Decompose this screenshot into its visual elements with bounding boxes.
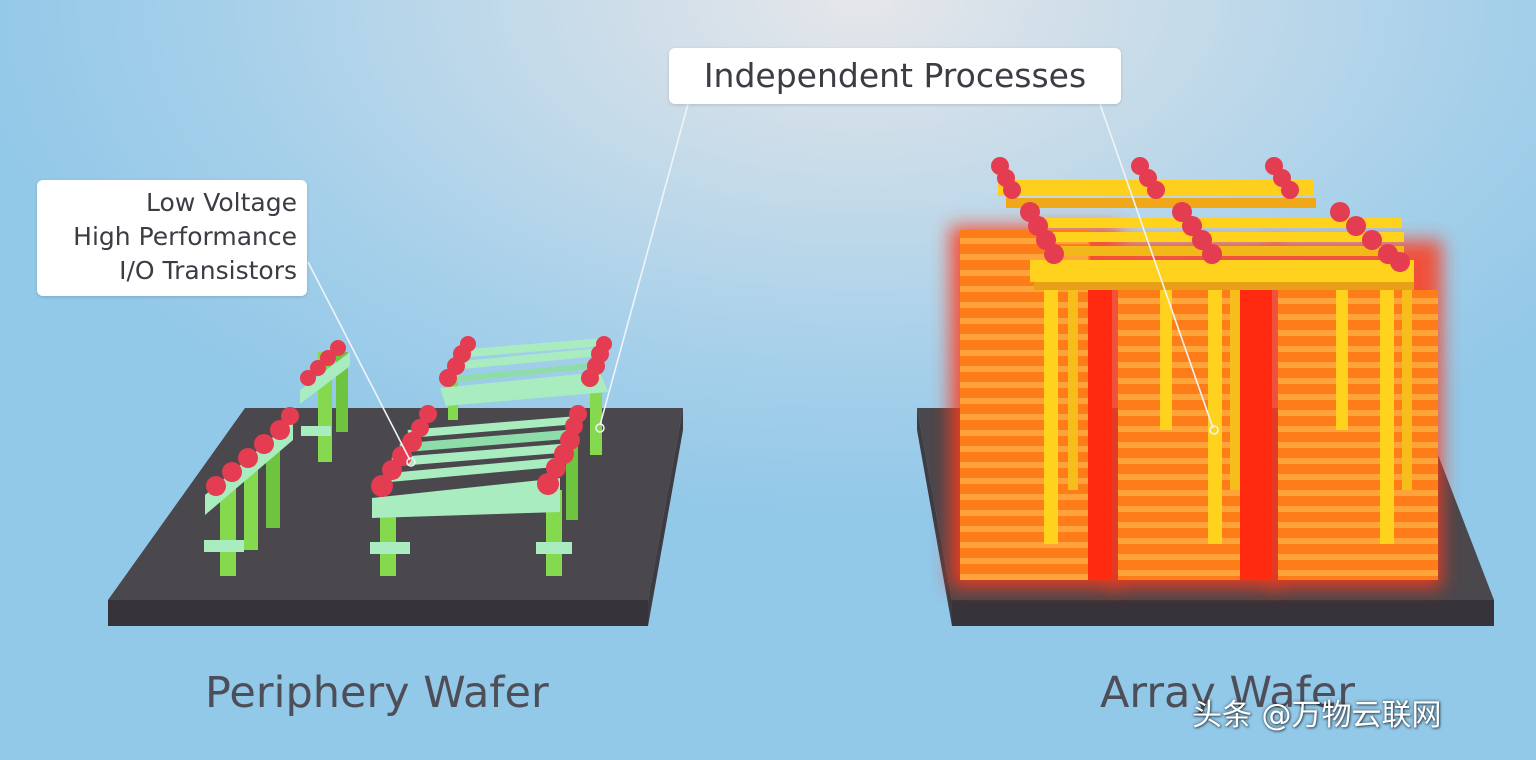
nand-layer-stripe — [1118, 522, 1240, 528]
nand-layer-stripe — [1118, 330, 1240, 336]
callout-independent-processes: Independent Processes — [669, 48, 1121, 104]
transistor-small-rear — [300, 340, 350, 462]
nand-layer-stripe — [1118, 362, 1240, 368]
nand-layer-stripe — [960, 414, 1088, 420]
nand-layer-stripe — [960, 366, 1088, 372]
nand-layer-stripe — [960, 462, 1088, 468]
nand-layer-stripe — [1118, 314, 1240, 320]
nand-layer-stripe — [1118, 378, 1240, 384]
nand-layer-stripe — [960, 478, 1088, 484]
nand-layer-stripe — [1278, 458, 1438, 464]
array-top-bridges — [991, 157, 1414, 544]
callout-independent-text: Independent Processes — [703, 56, 1087, 95]
nand-layer-stripe — [1118, 506, 1240, 512]
nand-layer-stripe — [960, 510, 1088, 516]
callout-line-low-voltage: Low Voltage — [146, 188, 297, 217]
nand-layer-stripe — [960, 446, 1088, 452]
nand-layer-stripe — [960, 238, 1088, 244]
nand-layer-stripe — [1278, 474, 1438, 480]
callout-line-io-transistors: I/O Transistors — [119, 256, 297, 285]
nand-layer-stripe — [1118, 554, 1240, 560]
watermark-text: 头条 @万物云联网 — [1192, 698, 1442, 733]
nand-layer-stripe — [960, 494, 1088, 500]
callout-line-high-performance: High Performance — [73, 222, 297, 251]
nand-layer-stripe — [1278, 522, 1438, 528]
nand-layer-stripe — [1118, 346, 1240, 352]
nand-layer-stripe — [960, 318, 1088, 324]
nand-layer-stripe — [1278, 330, 1438, 336]
nand-layer-stripe — [960, 574, 1088, 580]
leader-lines — [307, 103, 1219, 467]
nand-layer-stripe — [1278, 426, 1438, 432]
nand-layer-stripe — [960, 430, 1088, 436]
nand-stack-middle — [1118, 290, 1272, 580]
transistor-left-long — [204, 407, 299, 576]
nand-layer-stripe — [960, 334, 1088, 340]
nand-layer-stripe — [1118, 442, 1240, 448]
nand-layer-stripe — [1278, 298, 1438, 304]
nand-layer-stripe — [960, 526, 1088, 532]
nand-layer-stripe — [960, 350, 1088, 356]
nand-layer-stripe — [1118, 394, 1240, 400]
nand-layer-stripe — [1118, 458, 1240, 464]
nand-layer-stripe — [1278, 442, 1438, 448]
nand-layer-stripe — [960, 254, 1088, 260]
nand-layer-stripe — [1118, 426, 1240, 432]
nand-layer-stripe — [960, 270, 1088, 276]
nand-layer-stripe — [1278, 362, 1438, 368]
nand-layer-stripe — [960, 558, 1088, 564]
nand-layer-stripe — [1278, 554, 1438, 560]
nand-layer-stripe — [1278, 410, 1438, 416]
nand-layer-stripe — [1278, 506, 1438, 512]
nand-layer-stripe — [1118, 490, 1240, 496]
transistor-front-bridge — [370, 405, 587, 576]
periphery-transistors — [204, 336, 612, 576]
nand-layer-stripe — [1278, 538, 1438, 544]
nand-layer-stripe — [960, 382, 1088, 388]
nand-layer-stripe — [1278, 378, 1438, 384]
label-periphery-wafer: Periphery Wafer — [205, 668, 549, 718]
nand-layer-stripe — [1278, 490, 1438, 496]
nand-layer-stripes — [960, 238, 1438, 580]
nand-layer-stripe — [960, 286, 1088, 292]
nand-layer-stripe — [1118, 474, 1240, 480]
nand-layer-stripe — [1278, 346, 1438, 352]
nand-layer-stripe — [1278, 394, 1438, 400]
nand-layer-stripe — [1118, 570, 1240, 576]
nand-layer-stripe — [960, 302, 1088, 308]
callout-periphery-transistors: Low Voltage High Performance I/O Transis… — [37, 180, 307, 296]
nand-layer-stripe — [1118, 298, 1240, 304]
nand-layer-stripe — [960, 542, 1088, 548]
nand-layer-stripe — [1278, 570, 1438, 576]
nand-layer-stripe — [1118, 538, 1240, 544]
nand-layer-stripe — [1118, 410, 1240, 416]
transistor-rear-bridge — [439, 336, 612, 455]
label-array-wafer: Array Wafer — [1100, 668, 1355, 718]
nand-layer-stripe — [1278, 314, 1438, 320]
nand-layer-stripe — [960, 398, 1088, 404]
array-structures — [950, 157, 1442, 588]
